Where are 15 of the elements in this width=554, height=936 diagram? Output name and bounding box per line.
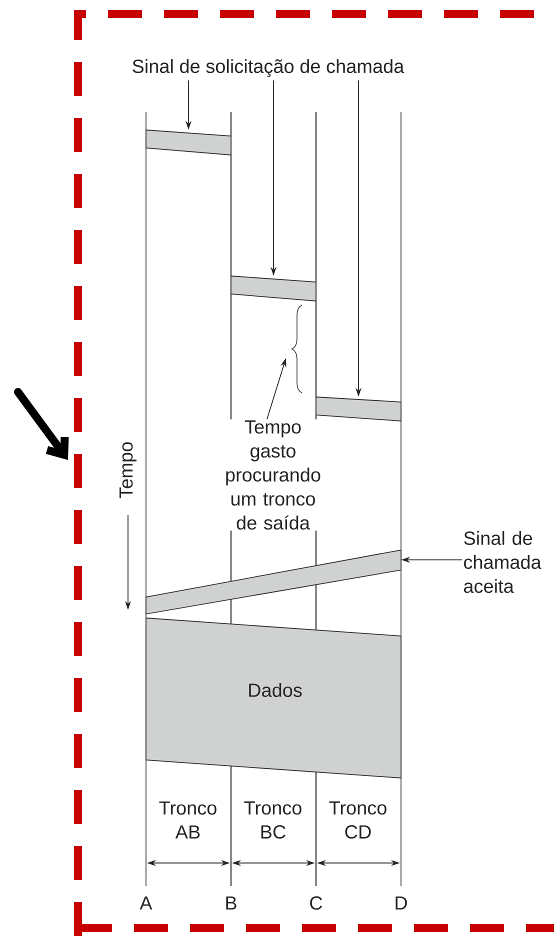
data-band: Dados [146, 618, 402, 778]
point-label: A [140, 896, 152, 910]
signal-bar [146, 130, 232, 156]
point-label: D [396, 896, 407, 910]
sentence-label: Sinal de solicitação de chamada [132, 59, 404, 77]
annotation-text: Tempo gasto procurando um tronco de saída [220, 419, 326, 531]
point-label: C [310, 896, 322, 910]
segment-label: Tronco CD [329, 801, 386, 839]
signal-bar [316, 396, 402, 422]
axis-label: Tempo [120, 442, 136, 498]
segment-label: Tronco BC [244, 801, 302, 839]
signal-bar [230, 276, 316, 302]
segment-label: Tronco AB [159, 801, 216, 839]
annotation-text: Sinal de chamada aceita [464, 531, 542, 593]
point-label: B [226, 896, 236, 910]
